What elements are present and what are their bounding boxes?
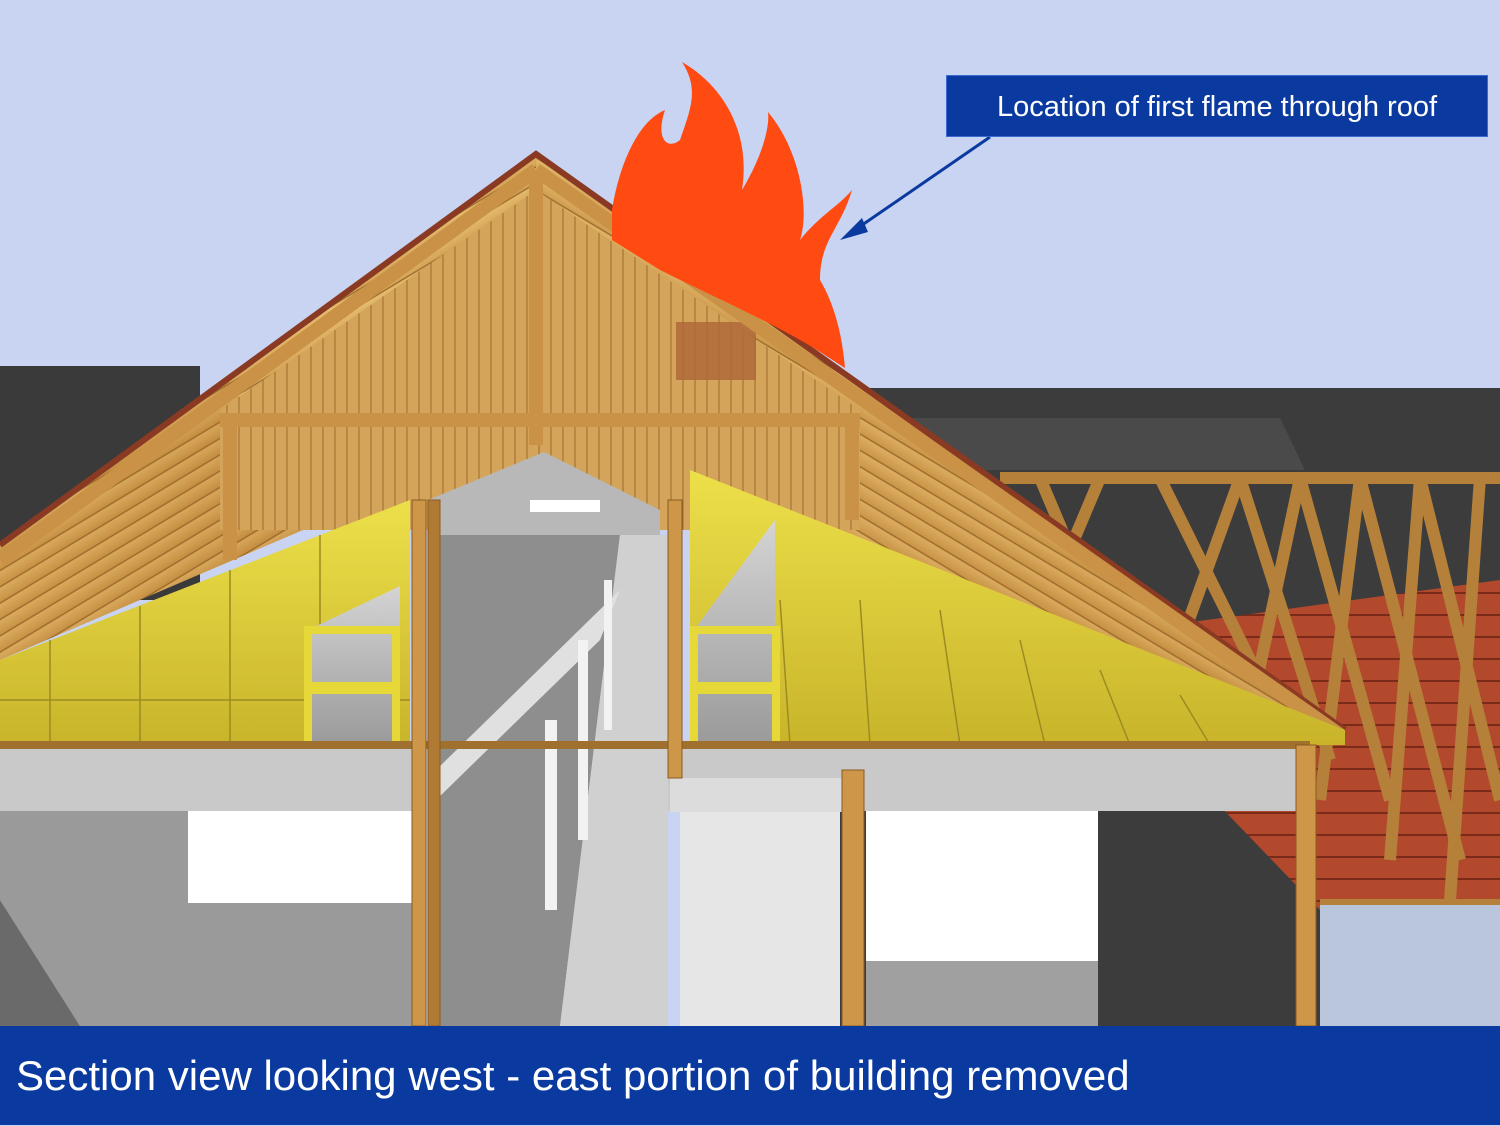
callout-arrow-line: [851, 135, 991, 234]
ceiling-slab-left: [0, 745, 416, 811]
room-centre-wall: [680, 811, 840, 1026]
room-left-wall: [188, 811, 418, 903]
duct-left: [304, 586, 400, 749]
caption-text: Section view looking west - east portion…: [16, 1052, 1130, 1099]
room-left-floor: [0, 811, 418, 1026]
corridor-ceiling: [428, 452, 660, 535]
insulation-right: [690, 470, 1345, 745]
charred-area: [676, 322, 756, 380]
room-right-floor: [866, 961, 1098, 1026]
callout-text: Location of first flame through roof: [996, 91, 1438, 123]
flame-location-callout: Location of first flame through roof: [946, 75, 1488, 137]
corridor-wall-right: [560, 535, 668, 1026]
room-right-wall: [866, 811, 1098, 961]
flame-icon: [612, 62, 852, 368]
wall-studs: [411, 499, 1317, 1027]
callout-arrow-head: [840, 218, 868, 240]
caption-bar: Section view looking west - east portion…: [0, 1026, 1500, 1125]
